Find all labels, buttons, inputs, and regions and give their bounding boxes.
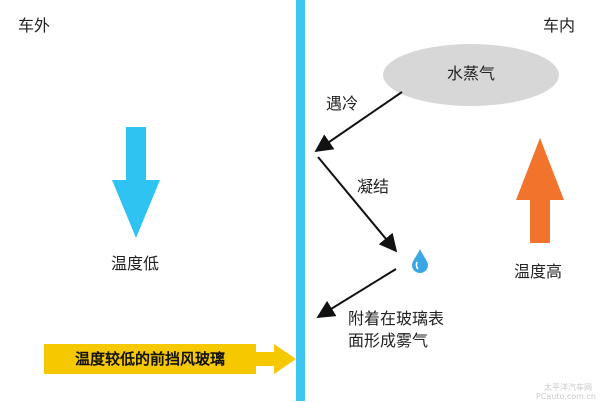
watermark-line1: 太平洋汽车网 <box>544 383 592 392</box>
condense-label: 凝结 <box>357 177 390 196</box>
cold-down-arrow <box>112 127 160 238</box>
meet-cold-arrow <box>314 91 403 153</box>
condense-arrow <box>317 156 398 253</box>
vapor-label: 水蒸气 <box>446 64 495 83</box>
water-droplet-icon <box>412 249 428 273</box>
high-temp-label: 温度高 <box>514 262 563 281</box>
hot-up-arrow <box>516 138 564 243</box>
vapor-cloud <box>383 44 559 106</box>
windshield-callout: 温度较低的前挡风玻璃 <box>44 344 256 374</box>
attach-arrow <box>316 268 397 318</box>
attach-label-line2: 面形成雾气 <box>348 331 429 350</box>
attach-label-line1: 附着在玻璃表 <box>348 309 445 328</box>
watermark-line2: PCauto.com.cn <box>536 392 596 401</box>
windshield-pointer-arrow <box>256 344 296 374</box>
windshield-glass <box>296 0 305 401</box>
inside-label: 车内 <box>543 16 576 35</box>
meet-cold-label: 遇冷 <box>326 94 359 113</box>
low-temp-label: 温度低 <box>111 254 160 273</box>
outside-label: 车外 <box>18 16 51 35</box>
